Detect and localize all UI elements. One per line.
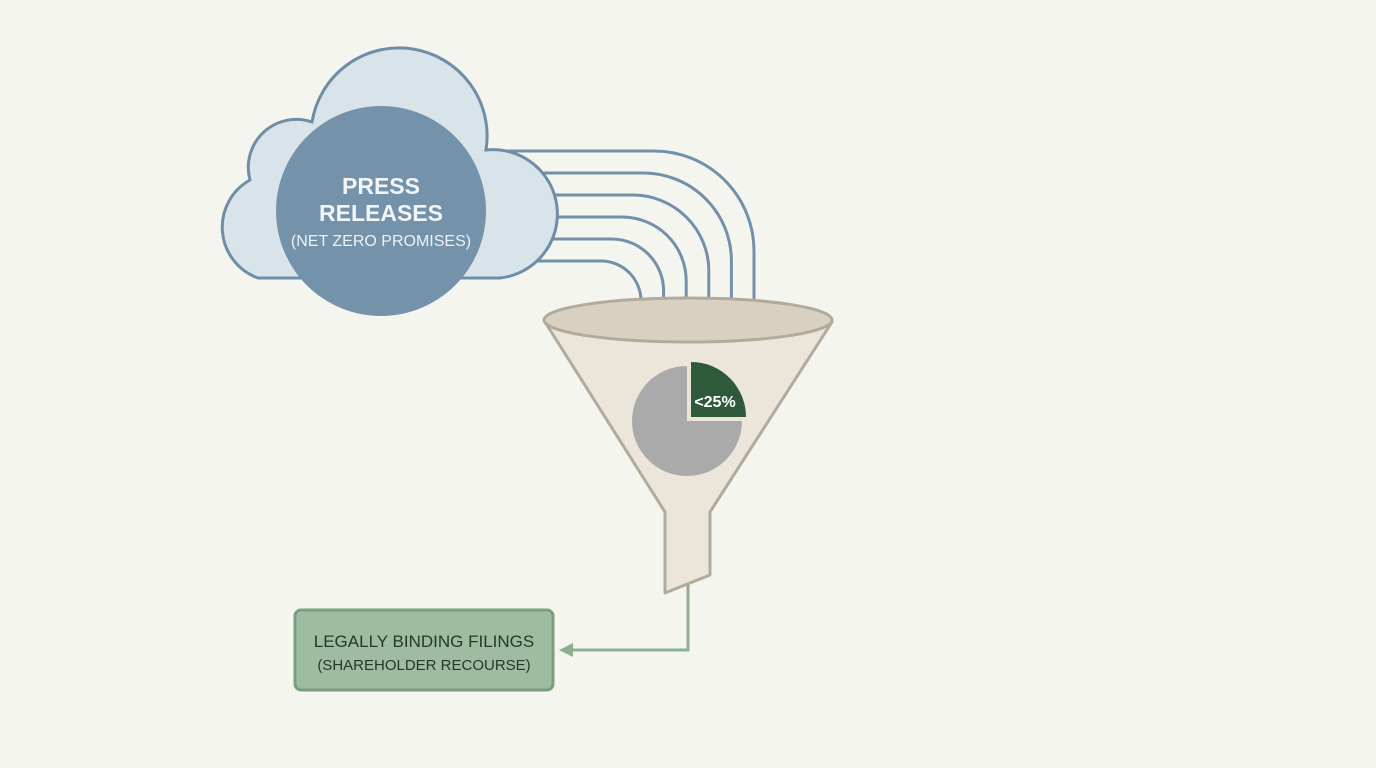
output-line1: LEGALLY BINDING FILINGS	[314, 632, 534, 651]
flow-arrow	[470, 193, 714, 327]
funnel-mouth	[542, 296, 834, 344]
source-title-line1: PRESS	[342, 173, 420, 199]
source-title-line2: RELEASES	[319, 200, 443, 226]
flow-arrows	[470, 149, 759, 327]
legally-binding-filings-box: LEGALLY BINDING FILINGS (SHAREHOLDER REC…	[293, 608, 555, 692]
pie-label: <25%	[694, 394, 735, 411]
output-line2: (SHAREHOLDER RECOURSE)	[317, 657, 530, 674]
flow-arrow	[470, 171, 737, 327]
flow-arrow	[470, 259, 646, 327]
press-releases-circle	[276, 106, 486, 316]
flow-arrow	[470, 215, 692, 327]
flow-arrow	[470, 149, 759, 327]
flow-arrow	[470, 237, 669, 327]
pie-chart: <25%	[632, 362, 746, 476]
output-connector	[559, 585, 690, 657]
pie-slice-share	[691, 362, 746, 417]
source-subtitle: (NET ZERO PROMISES)	[291, 233, 471, 250]
pie-slice-remaining	[632, 366, 742, 476]
